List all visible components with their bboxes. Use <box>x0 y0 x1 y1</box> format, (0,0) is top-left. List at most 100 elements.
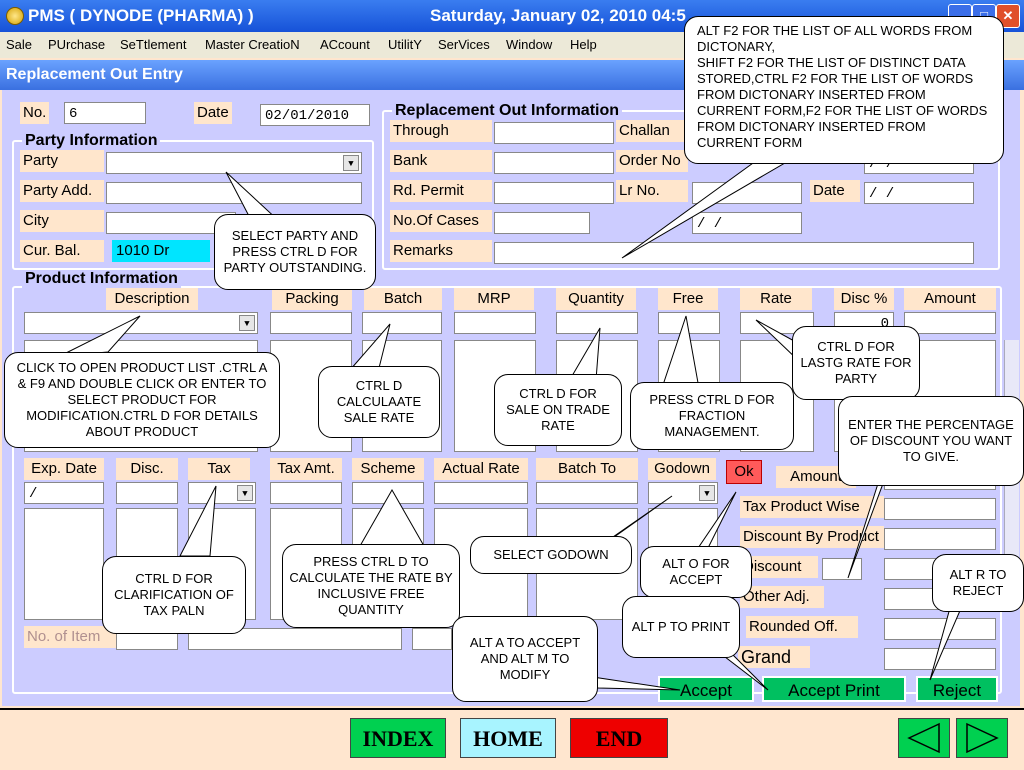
date2-field[interactable]: / / <box>864 182 974 204</box>
batch-to-field[interactable] <box>536 482 638 504</box>
datetime-text: Saturday, January 02, 2010 04:5 <box>430 6 686 25</box>
other-adj-label: Other Adj. <box>740 586 824 608</box>
accept-print-button[interactable]: Accept Print <box>762 676 906 702</box>
ok-button[interactable]: Ok <box>726 460 762 484</box>
callout-party: SELECT PARTY AND PRESS CTRL D FOR PARTY … <box>214 214 376 290</box>
form-title: Replacement Out Entry <box>6 66 183 83</box>
col-godown: Godown <box>648 458 716 480</box>
menu-sale[interactable]: Sale <box>6 37 33 52</box>
callout-reject: ALT R TO REJECT <box>932 554 1024 612</box>
packing-field[interactable] <box>270 312 352 334</box>
col-description: Description <box>106 288 198 310</box>
cur-bal-label: Cur. Bal. <box>20 240 104 262</box>
chevron-down-icon[interactable]: ▼ <box>237 485 253 501</box>
tax-product-field <box>884 498 996 520</box>
bank-label: Bank <box>390 150 492 172</box>
rd-permit-field[interactable] <box>494 182 614 204</box>
col-scheme: Scheme <box>352 458 424 480</box>
discount-by-product-label: Discount By Product <box>740 526 884 548</box>
discount-label: Discount <box>740 556 818 578</box>
date-field[interactable]: 02/01/2010 <box>260 104 370 126</box>
col-amount: Amount <box>904 288 996 310</box>
col-packing: Packing <box>272 288 352 310</box>
col-exp-date: Exp. Date <box>24 458 104 480</box>
end-button[interactable]: END <box>570 718 668 758</box>
godown-dropdown[interactable]: ▼ <box>648 482 718 504</box>
col-disc: Disc. <box>116 458 178 480</box>
col-tax: Tax <box>188 458 250 480</box>
col-mrp: MRP <box>454 288 534 310</box>
no-of-item-label: No. of Item <box>24 626 116 648</box>
amount-total-label: Amount <box>776 466 856 488</box>
chevron-down-icon[interactable]: ▼ <box>699 485 715 501</box>
callout-last-rate: CTRL D FOR LASTG RATE FOR PARTY <box>792 326 920 400</box>
party-dropdown[interactable]: ▼ <box>106 152 362 174</box>
callout-discount: ENTER THE PERCENTAGE OF DISCOUNT YOU WAN… <box>838 396 1024 486</box>
prev-arrow-icon[interactable] <box>898 718 950 758</box>
app-icon <box>6 7 24 25</box>
batch-field[interactable] <box>362 312 442 334</box>
col-disc-pct: Disc % <box>834 288 894 310</box>
next-arrow-icon[interactable] <box>956 718 1008 758</box>
chevron-down-icon[interactable]: ▼ <box>343 155 359 171</box>
callout-print: ALT P TO PRINT <box>622 596 740 658</box>
disc-field[interactable] <box>116 482 178 504</box>
menu-purchase[interactable]: PUrchase <box>48 37 106 52</box>
remarks-field[interactable] <box>494 242 974 264</box>
callout-modify: ALT A TO ACCEPT AND ALT M TO MODIFY <box>452 616 598 702</box>
app-title: PMS ( DYNODE (PHARMA) ) <box>28 6 254 25</box>
menu-utility[interactable]: UtilitY <box>388 37 422 52</box>
callout-f2-help: ALT F2 FOR THE LIST OF ALL WORDS FROM DI… <box>684 16 1004 164</box>
col-batch-to: Batch To <box>536 458 638 480</box>
item-info-field-2 <box>412 628 452 650</box>
discount-pct-field[interactable] <box>822 558 862 580</box>
through-field[interactable] <box>494 122 614 144</box>
challan-label: Challan <box>616 120 688 142</box>
mrp-field[interactable] <box>454 312 536 334</box>
callout-calc-sale: CTRL D CALCULAATE SALE RATE <box>318 366 440 438</box>
actual-rate-field[interactable] <box>434 482 528 504</box>
amount-field[interactable] <box>904 312 996 334</box>
party-info-title: Party Information <box>22 132 161 150</box>
col-rate: Rate <box>740 288 812 310</box>
remarks-label: Remarks <box>390 240 492 262</box>
tax-dropdown[interactable]: ▼ <box>188 482 256 504</box>
rounded-off-label: Rounded Off. <box>746 616 858 638</box>
cur-bal-value: 1010 Dr <box>112 240 210 262</box>
col-tax-amt: Tax Amt. <box>270 458 342 480</box>
col-free: Free <box>658 288 718 310</box>
no-field[interactable]: 6 <box>64 102 146 124</box>
exp-date-field[interactable]: / <box>24 482 104 504</box>
description-dropdown[interactable]: ▼ <box>24 312 258 334</box>
cases-label: No.Of Cases <box>390 210 492 232</box>
discount-by-product-field <box>884 528 996 550</box>
tax-amt-field[interactable] <box>270 482 342 504</box>
menu-master-creation[interactable]: Master CreatioN <box>205 37 300 52</box>
menu-window[interactable]: Window <box>506 37 553 52</box>
menu-help[interactable]: Help <box>570 37 597 52</box>
menu-account[interactable]: ACcount <box>320 37 370 52</box>
callout-trade-rate: CTRL D FOR SALE ON TRADE RATE <box>494 374 622 446</box>
chevron-down-icon[interactable]: ▼ <box>239 315 255 331</box>
date-label: Date <box>194 102 232 124</box>
col-actual-rate: Actual Rate <box>434 458 528 480</box>
home-button[interactable]: HOME <box>460 718 556 758</box>
cases-field[interactable] <box>494 212 590 234</box>
callout-tax: CTRL D FOR CLARIFICATION OF TAX PALN <box>102 556 246 634</box>
menu-settlement[interactable]: SeTtlement <box>120 37 187 52</box>
order-no-label: Order No <box>616 150 688 172</box>
menu-services[interactable]: SerVices <box>438 37 490 52</box>
right-arrow-icon <box>966 722 999 754</box>
lr-date-field[interactable]: / / <box>692 212 802 234</box>
no-label: No. <box>20 102 50 124</box>
index-button[interactable]: INDEX <box>350 718 446 758</box>
reject-button[interactable]: Reject <box>916 676 998 702</box>
callout-accept: ALT O FOR ACCEPT <box>640 546 752 598</box>
callout-scheme: PRESS CTRL D TO CALCULATE THE RATE BY IN… <box>282 544 460 628</box>
lr-no-label: Lr No. <box>616 180 688 202</box>
callout-godown: SELECT GODOWN <box>470 536 632 574</box>
grand-label: Grand <box>738 646 810 668</box>
city-label: City <box>20 210 104 232</box>
bank-field[interactable] <box>494 152 614 174</box>
col-quantity: Quantity <box>556 288 636 310</box>
